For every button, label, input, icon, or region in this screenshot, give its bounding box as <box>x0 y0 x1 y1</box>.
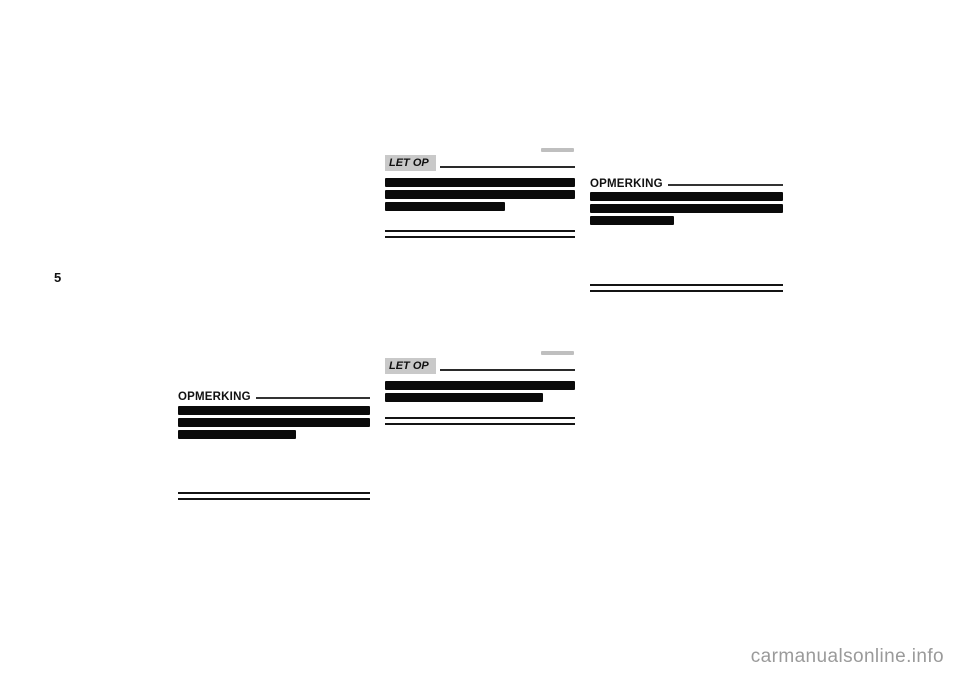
caution-label: LET OP <box>389 157 429 169</box>
chapter-number: 5 <box>54 270 62 285</box>
note-label: OPMERKING <box>590 178 663 190</box>
caution-chip: LET OP <box>385 358 436 374</box>
caution-header: LET OP <box>385 358 575 374</box>
header-smudge <box>541 351 574 355</box>
redacted-text-line <box>178 430 296 439</box>
section-end-rule <box>385 230 575 238</box>
caution-chip: LET OP <box>385 155 436 171</box>
section-end-rule <box>385 417 575 425</box>
note-label: OPMERKING <box>178 391 251 403</box>
redacted-text-line <box>178 418 370 427</box>
note-header: OPMERKING <box>178 391 370 403</box>
redacted-text-line <box>178 406 370 415</box>
redacted-text-line <box>590 216 674 225</box>
redacted-text-line <box>385 178 575 187</box>
redacted-text-line <box>590 204 783 213</box>
redacted-text-line <box>385 393 543 402</box>
caution-header-rule <box>439 166 575 168</box>
redacted-text-line <box>590 192 783 201</box>
caution-label: LET OP <box>389 360 429 372</box>
section-end-rule <box>178 492 370 500</box>
watermark: carmanualsonline.info <box>750 646 944 667</box>
caution-header: LET OP <box>385 155 575 171</box>
header-smudge <box>541 148 574 152</box>
section-end-rule <box>590 284 783 292</box>
redacted-text-line <box>385 190 575 199</box>
caution-header-rule <box>439 369 575 371</box>
note-header-rule <box>255 397 370 399</box>
note-header-rule <box>667 184 783 186</box>
redacted-text-line <box>385 381 575 390</box>
redacted-text-line <box>385 202 505 211</box>
note-header: OPMERKING <box>590 178 783 190</box>
